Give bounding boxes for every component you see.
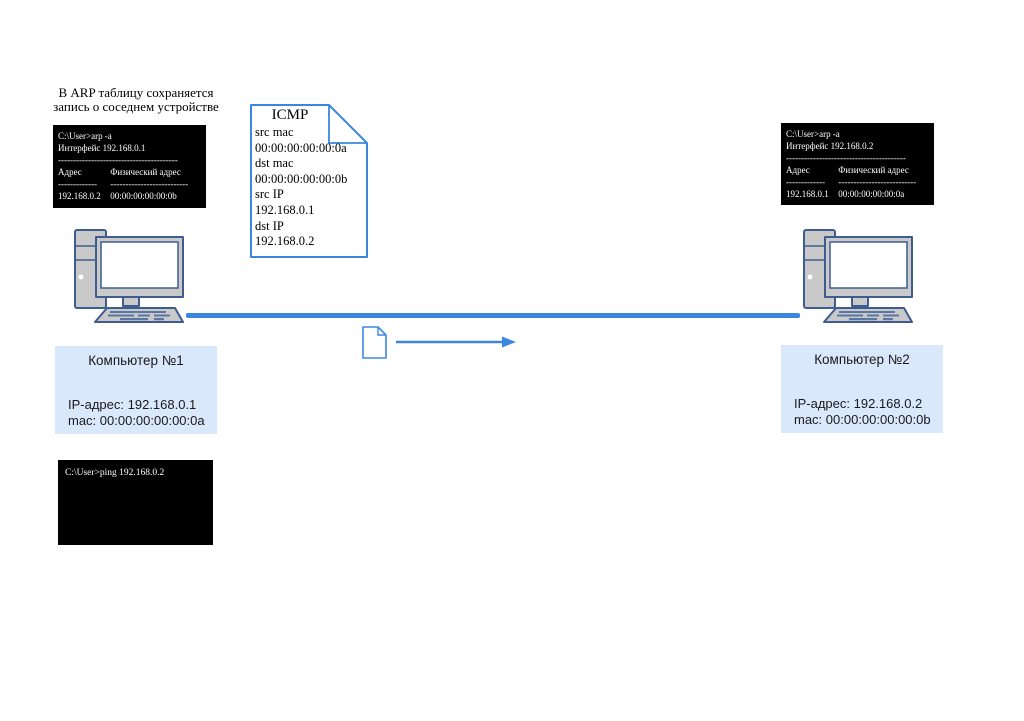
terminal-entry-row: 192.168.0.2 00:00:00:00:00:0b	[58, 191, 201, 203]
icmp-note-icon	[250, 104, 368, 258]
keyboard-icon	[823, 307, 913, 323]
computer-2-details: IP-адрес: 192.168.0.2 mac: 00:00:00:00:0…	[794, 396, 931, 427]
icmp-dst-ip-label: dst IP	[255, 218, 284, 233]
computer-2-ip: IP-адрес: 192.168.0.2	[794, 396, 923, 411]
icmp-src-ip-label: src IP	[255, 187, 284, 202]
terminal-header-row: Адрес Физический адрес	[786, 165, 929, 177]
icmp-src-ip-value: 192.168.0.1	[255, 202, 315, 217]
computer-1-name: Компьютер №1	[88, 353, 184, 368]
entry-ip: 192.168.0.2	[58, 190, 101, 201]
terminal-header-row: Адрес Физический адрес	[58, 167, 201, 179]
terminal-divider: ----------------------------------------	[786, 152, 906, 163]
icmp-src-mac-value: 00:00:00:00:00:0a	[255, 140, 347, 155]
col-physical-dashes: --------------------------	[110, 178, 189, 189]
monitor-icon	[824, 236, 913, 307]
monitor-icon	[95, 236, 184, 307]
entry-mac: 00:00:00:00:00:0a	[838, 188, 905, 199]
icmp-dst-ip-value: 192.168.0.2	[255, 234, 315, 249]
arp-annotation-line2: запись о соседнем устройстве	[53, 99, 219, 114]
icmp-note-body: src mac 00:00:00:00:00:0a dst mac 00:00:…	[255, 125, 365, 250]
terminal-dash-row: ------------- --------------------------	[58, 179, 201, 191]
terminal-arp-computer2: C:\User>arp -a Интерфейс 192.168.0.2 ---…	[781, 123, 934, 205]
terminal-arp-computer1: C:\User>arp -a Интерфейс 192.168.0.1 ---…	[53, 125, 206, 208]
entry-ip: 192.168.0.1	[786, 188, 829, 199]
computer-1-ip: IP-адрес: 192.168.0.1	[68, 397, 197, 412]
computer-2-mac: mac: 00:00:00:00:00:0b	[794, 411, 931, 427]
col-address-header: Адрес	[58, 166, 82, 177]
terminal-command: C:\User>arp -a	[786, 129, 840, 139]
network-link-line	[186, 313, 800, 318]
col-physical-dashes: --------------------------	[838, 176, 917, 187]
col-address-dashes: -------------	[786, 176, 825, 187]
arp-annotation-line1: В ARP таблицу сохраняется	[58, 85, 214, 100]
packet-document-icon	[362, 326, 387, 359]
col-physical-header: Физический адрес	[838, 164, 909, 175]
col-address-header: Адрес	[786, 164, 810, 175]
keyboard-icon	[94, 307, 184, 323]
computer-1-mac: mac: 00:00:00:00:00:0a	[68, 412, 205, 428]
icmp-src-mac-label: src mac	[255, 125, 294, 139]
icmp-dst-mac-label: dst mac	[255, 156, 294, 171]
terminal-divider: ----------------------------------------	[58, 154, 178, 165]
computer-1-label-card: Компьютер №1 IP-адрес: 192.168.0.1 mac: …	[55, 346, 217, 434]
computer-1-details: IP-адрес: 192.168.0.1 mac: 00:00:00:00:0…	[68, 397, 205, 428]
terminal-command: C:\User>ping 192.168.0.2	[65, 468, 165, 478]
computer-2-name: Компьютер №2	[814, 352, 910, 367]
icmp-note-title: ICMP	[271, 107, 309, 123]
arp-annotation: В ARP таблицу сохраняется запись о сосед…	[38, 86, 234, 114]
icmp-dst-mac-value: 00:00:00:00:00:0b	[255, 171, 348, 186]
terminal-entry-row: 192.168.0.1 00:00:00:00:00:0a	[786, 189, 929, 201]
terminal-interface: Интерфейс 192.168.0.2	[786, 140, 874, 151]
computer-2-label-card: Компьютер №2 IP-адрес: 192.168.0.2 mac: …	[781, 345, 943, 433]
terminal-ping-computer1: C:\User>ping 192.168.0.2	[58, 460, 213, 545]
terminal-interface: Интерфейс 192.168.0.1	[58, 142, 146, 153]
col-physical-header: Физический адрес	[110, 166, 181, 177]
col-address-dashes: -------------	[58, 178, 97, 189]
entry-mac: 00:00:00:00:00:0b	[110, 190, 177, 201]
packet-direction-arrow-icon	[396, 336, 516, 348]
computer-1-icon	[74, 229, 184, 323]
terminal-dash-row: ------------- --------------------------	[786, 177, 929, 189]
computer-2-icon	[803, 229, 913, 323]
terminal-command: C:\User>arp -a	[58, 131, 112, 141]
